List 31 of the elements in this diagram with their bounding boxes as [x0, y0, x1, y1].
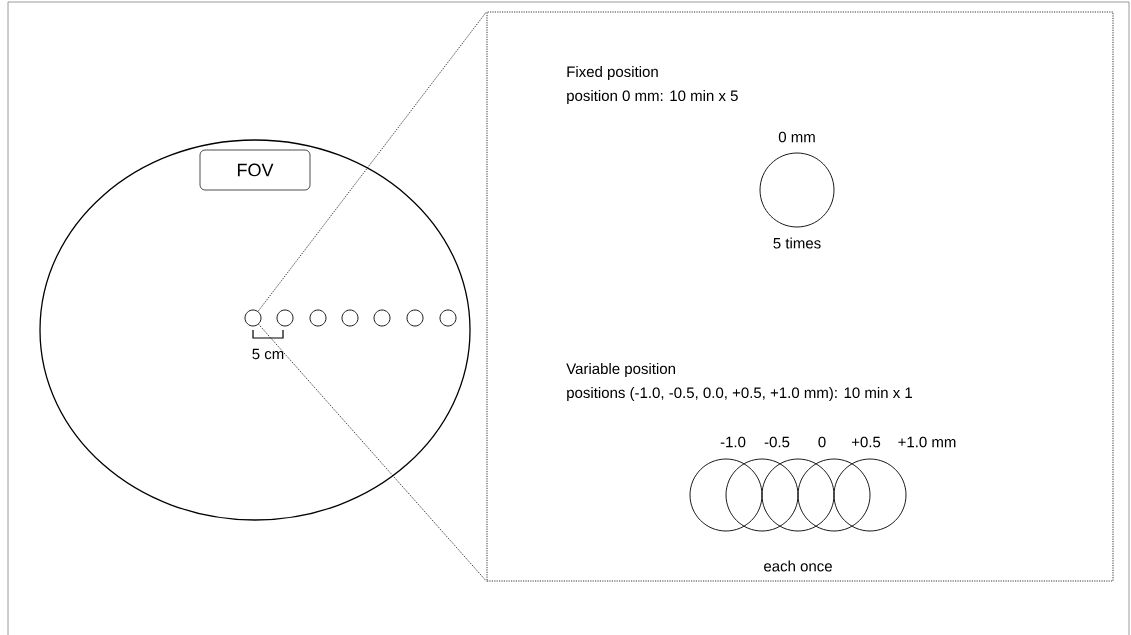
small-circle	[406, 309, 424, 327]
phantom-circle	[39, 139, 471, 521]
text-label: position 0 mm: 10 min x 5	[567, 90, 738, 104]
position-label: +0.5	[851, 436, 881, 448]
zoom-line	[257, 11, 487, 312]
text-label: Variable position	[566, 363, 675, 377]
zoom-line	[258, 323, 487, 582]
position-label: -1.0	[720, 436, 746, 448]
position-label: -0.5	[764, 436, 790, 448]
position-label: 5 times	[773, 237, 821, 249]
position-label: 0 mm	[778, 131, 815, 143]
offset-circle	[689, 458, 763, 532]
small-circle	[244, 309, 262, 327]
text-label: Fixed position	[567, 66, 658, 80]
small-circle	[276, 309, 294, 327]
position-label: 0	[818, 436, 826, 448]
position-label: +1.0 mm	[898, 436, 956, 448]
text-label: 5 cm	[252, 348, 284, 360]
small-circle	[439, 309, 457, 327]
offset-circle	[797, 458, 871, 532]
offset-circle	[725, 458, 799, 532]
fov-box: FOV	[199, 149, 311, 191]
text-label: positions (-1.0, -0.5, 0.0, +0.5, +1.0 mm): 10 min x 1	[567, 387, 912, 401]
small-circle	[309, 309, 327, 327]
small-circle	[373, 309, 391, 327]
offset-circle	[761, 458, 835, 532]
offset-circle	[833, 458, 907, 532]
small-circle	[341, 309, 359, 327]
text-label: each once	[764, 560, 832, 572]
position-circle	[759, 152, 835, 228]
zoom-box	[486, 11, 1114, 582]
